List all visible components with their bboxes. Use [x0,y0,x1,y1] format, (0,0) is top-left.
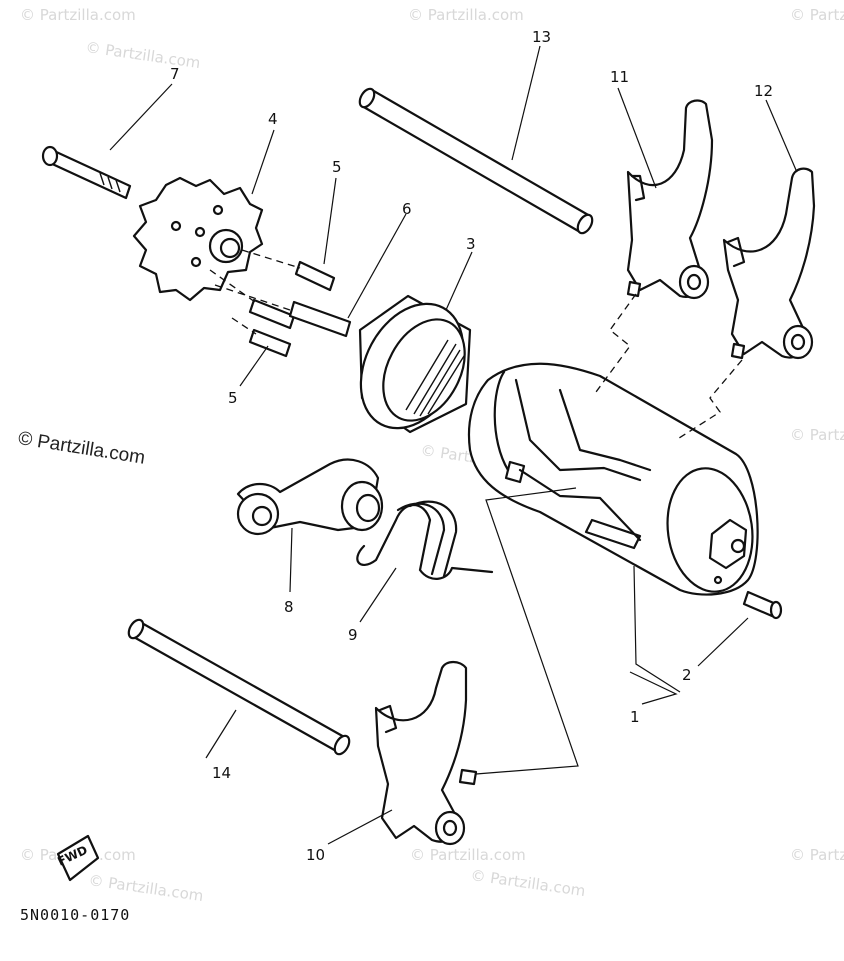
part-11-fork [626,99,714,300]
leader-lines [109,45,797,845]
callout-13: 13 [532,28,551,46]
part-7-bolt [41,145,132,200]
part-3-bearing [358,294,472,434]
callout-4: 4 [268,110,278,128]
callout-6: 6 [402,200,412,218]
watermark-text: © Partzilla.com [20,6,136,24]
dashed-alignment-lines [209,249,301,335]
callout-7: 7 [170,65,180,83]
watermark-text: © Partzilla.com [84,38,201,72]
callout-5: 5 [228,389,238,407]
callout-2: 2 [682,666,692,684]
watermark-text: © Partzilla.com [410,846,526,864]
callout-3: 3 [466,235,476,253]
watermark-text: © Partzilla.com [408,6,524,24]
part-12-fork [722,167,816,360]
watermark-text: © Partzilla.com [87,871,204,905]
watermark-text: © Partzilla.com [790,6,844,24]
callout-10: 10 [306,846,325,864]
callout-14: 14 [212,764,231,782]
callout-numbers: 7 4 5 6 3 5 13 11 12 8 9 2 1 14 10 [170,28,773,864]
part-5-pins [248,260,336,358]
callout-11: 11 [610,68,629,86]
part-4-segment [132,176,264,302]
diagram-code: 5N0010-0170 [20,906,131,924]
part-13-shaft [358,87,594,235]
callout-8: 8 [284,598,294,616]
callout-5: 5 [332,158,342,176]
part-1-drum [467,362,759,596]
watermark-text: © Partzilla.com [790,426,844,444]
part-10-fork [374,660,478,846]
callout-1: 1 [630,708,640,726]
part-2-pin [742,590,783,620]
part-8-lever [236,458,384,536]
part-14-shaft [127,618,351,756]
watermark-text: © Partzilla.com [469,866,586,900]
callout-9: 9 [348,626,358,644]
part-9-spring [356,500,494,580]
callout-12: 12 [754,82,773,100]
part-6-pin [288,300,352,338]
watermark-text: © Partzilla.com [790,846,844,864]
